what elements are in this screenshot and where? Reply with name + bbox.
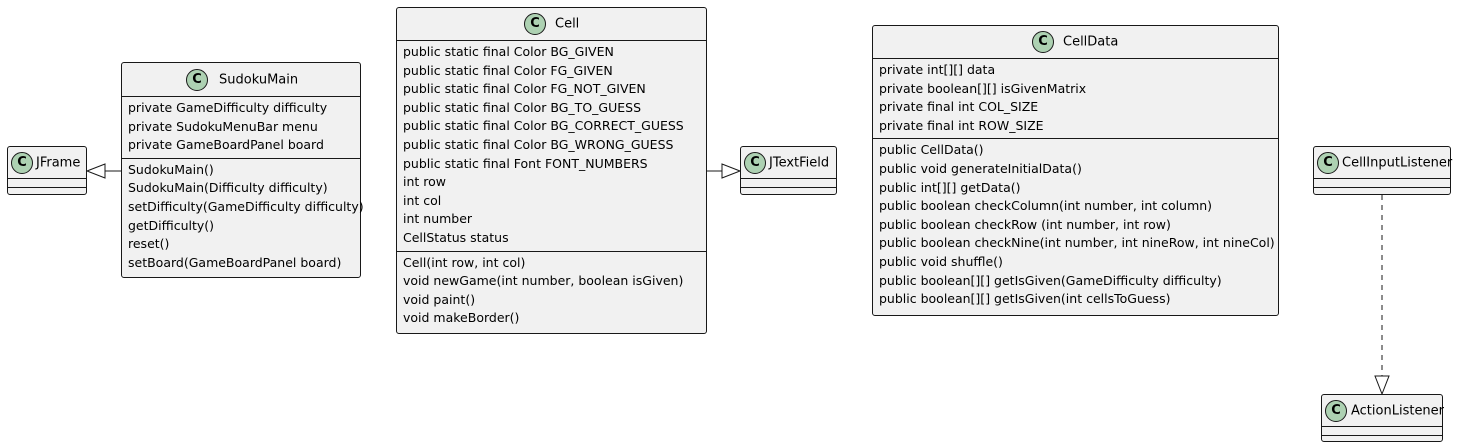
field: public static final Font FONT_NUMBERS (403, 155, 648, 171)
method: SudokuMain(Difficulty difficulty) (128, 180, 328, 196)
method: public boolean checkNine(int number, int… (879, 235, 1275, 251)
field: private final int COL_SIZE (879, 99, 1039, 115)
field: public static final Color BG_TO_GUESS (403, 99, 642, 115)
methods-section: Cell(int row, int col) void newGame(int … (397, 250, 706, 331)
class-name: Cell (555, 16, 580, 32)
method: setDifficulty(GameDifficulty difficulty) (128, 198, 364, 214)
class-name: JTextField (769, 155, 830, 170)
class-jtextfield[interactable]: C JTextField (740, 146, 837, 195)
fields-section (1314, 179, 1450, 187)
cell-extends-jtextfield (707, 163, 742, 179)
field: public static final Color BG_CORRECT_GUE… (403, 118, 684, 134)
field: private final int ROW_SIZE (879, 117, 1044, 133)
method: reset() (128, 236, 170, 252)
class-name: JFrame (36, 155, 81, 170)
class-stereotype-icon: C (524, 13, 546, 35)
field: private GameBoardPanel board (128, 137, 324, 153)
method: public boolean checkColumn(int number, i… (879, 198, 1213, 214)
method: public boolean checkRow (int number, int… (879, 216, 1171, 232)
fields-section: private int[][] data private boolean[][]… (873, 59, 1278, 138)
class-actionlistener[interactable]: C ActionListener (1321, 394, 1445, 444)
field: private boolean[][] isGivenMatrix (879, 80, 1087, 96)
field: CellStatus status (403, 229, 509, 245)
method: public boolean[][] getIsGiven(int cellsT… (879, 291, 1171, 307)
method: getDifficulty() (128, 217, 215, 233)
field: public static final Color FG_GIVEN (403, 62, 613, 78)
class-name: CellData (1063, 34, 1119, 50)
method: void makeBorder() (403, 310, 520, 326)
method: public boolean[][] getIsGiven(GameDiffic… (879, 272, 1222, 288)
fields-section (8, 179, 86, 187)
method: public void shuffle() (879, 253, 1003, 269)
class-celldata[interactable]: C CellData private int[][] data private … (872, 25, 1279, 316)
field: private int[][] data (879, 62, 996, 77)
class-name: ActionListener (1351, 403, 1445, 418)
field: public static final Color BG_GIVEN (403, 44, 614, 59)
method: setBoard(GameBoardPanel board) (128, 254, 342, 270)
class-header: C SudokuMain (122, 63, 360, 97)
field: int row (403, 174, 447, 190)
methods-section (1322, 435, 1442, 444)
class-header: C JFrame (8, 147, 86, 179)
fields-section: public static final Color BG_GIVEN publi… (397, 41, 706, 251)
field: private SudokuMenuBar menu (128, 118, 318, 134)
method: void newGame(int number, boolean isGiven… (403, 273, 684, 289)
method: Cell(int row, int col) (403, 254, 526, 270)
field: public static final Color FG_NOT_GIVEN (403, 81, 646, 97)
methods-section (1314, 187, 1450, 196)
fields-section (741, 179, 836, 187)
sudokumain-extends-jframe (85, 163, 121, 179)
field: int col (403, 192, 442, 208)
class-header: C ActionListener (1322, 395, 1445, 427)
class-stereotype-icon: C (1317, 151, 1339, 174)
field: private GameDifficulty difficulty (128, 100, 328, 115)
field: int number (403, 211, 473, 227)
class-stereotype-icon: C (11, 151, 33, 174)
method: public CellData() (879, 142, 984, 158)
method: public int[][] getData() (879, 179, 1021, 195)
class-stereotype-icon: C (744, 151, 766, 174)
class-stereotype-icon: C (186, 68, 208, 91)
method: SudokuMain() (128, 161, 214, 177)
methods-section (741, 187, 836, 196)
class-header: C Cell (397, 8, 706, 41)
class-stereotype-icon: C (1032, 31, 1054, 53)
fields-section (1322, 427, 1442, 435)
method: void paint() (403, 291, 476, 307)
methods-section: SudokuMain() SudokuMain(Difficulty diffi… (122, 157, 364, 276)
class-jframe[interactable]: C JFrame (7, 146, 87, 195)
class-header: C CellInputListener (1314, 147, 1453, 179)
class-stereotype-icon: C (1325, 399, 1347, 422)
field: public static final Color BG_WRONG_GUESS (403, 136, 674, 152)
methods-section (8, 187, 86, 196)
class-cellinputlistener[interactable]: C CellInputListener (1313, 146, 1453, 196)
class-header: C CellData (873, 26, 1278, 59)
class-name: SudokuMain (219, 72, 299, 87)
class-name: CellInputListener (1342, 155, 1453, 170)
class-cell[interactable]: C Cell public static final Color BG_GIVE… (396, 7, 707, 334)
class-sudokumain[interactable]: C SudokuMain private GameDifficulty diff… (121, 62, 364, 278)
methods-section: public CellData() public void generateIn… (873, 138, 1278, 311)
fields-section: private GameDifficulty difficulty privat… (122, 97, 360, 158)
method: public void generateInitialData() (879, 160, 1082, 176)
class-header: C JTextField (741, 147, 836, 179)
cellinputlistener-implements-actionlistener (1374, 195, 1390, 396)
